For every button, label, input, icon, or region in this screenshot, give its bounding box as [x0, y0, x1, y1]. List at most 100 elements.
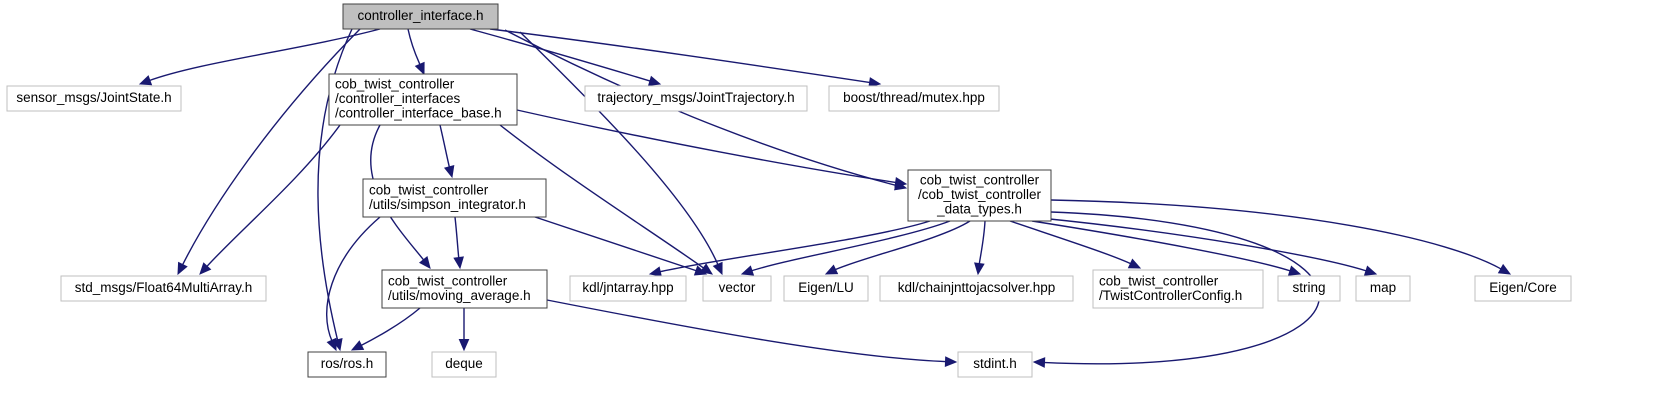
node-box [1092, 269, 1264, 309]
arrow-head-icon [350, 340, 365, 351]
edge-controller-interface-to-trajectory-msgs [469, 28, 662, 86]
edge-moving-average-to-stdint [546, 299, 958, 367]
edge-line [750, 220, 951, 272]
edge-controller-interface-to-controller-interface-base [407, 28, 425, 76]
node-kdl-jntarray[interactable]: kdl/jntarray.hpp [569, 275, 687, 302]
node-string[interactable]: string [1277, 275, 1341, 302]
node-label-line: controller_interface.h [357, 8, 483, 23]
edge-line [326, 216, 381, 343]
edge-line [519, 211, 698, 272]
arrow-head-icon [177, 261, 188, 276]
node-box [1474, 275, 1572, 302]
edge-simpson-integrator-to-moving-average [453, 216, 464, 270]
edge-data-types-to-chainjnttojacsolver [974, 220, 986, 276]
arrow-head-icon [647, 75, 662, 86]
arrow-head-icon [894, 177, 908, 188]
edge-controller-interface-to-boost-mutex [489, 28, 882, 88]
node-label-line: Eigen/Core [1489, 280, 1557, 295]
node-box [342, 3, 499, 30]
edge-line [519, 31, 720, 267]
node-box [907, 169, 1052, 222]
arrow-head-icon [1497, 263, 1512, 275]
node-label-line: /TwistControllerConfig.h [1099, 288, 1242, 303]
node-label-line: sensor_msgs/JointState.h [16, 90, 171, 105]
node-deque[interactable]: deque [431, 351, 497, 378]
edge-line [516, 109, 898, 184]
node-sensor-msgs-jointstate[interactable]: sensor_msgs/JointState.h [6, 85, 182, 112]
node-controller-interface-base[interactable]: cob_twist_controller/controller_interfac… [328, 73, 518, 126]
node-data-types[interactable]: cob_twist_controller/cob_twist_controlle… [907, 169, 1052, 222]
edge-data-types-to-twistcontrollerconfig [1009, 220, 1142, 269]
edge-controller-interface-to-float64multiarray [177, 28, 361, 276]
node-label-line: Eigen/LU [798, 280, 854, 295]
node-box [60, 275, 267, 302]
edge-simpson-integrator-to-vector [519, 211, 708, 276]
node-label-line: /utils/moving_average.h [388, 288, 531, 303]
node-ros-ros[interactable]: ros/ros.h [307, 351, 387, 378]
node-label-line: vector [719, 280, 756, 295]
node-map[interactable]: map [1355, 275, 1411, 302]
edge-line [504, 29, 898, 187]
node-label-line: trajectory_msgs/JointTrajectory.h [597, 90, 794, 105]
node-label-line: std_msgs/Float64MultiArray.h [75, 280, 253, 295]
node-label-line: map [1370, 280, 1396, 295]
node-vector[interactable]: vector [702, 275, 772, 302]
node-boost-mutex[interactable]: boost/thread/mutex.hpp [828, 85, 1000, 112]
node-twistcontrollerconfig[interactable]: cob_twist_controller/TwistControllerConf… [1092, 269, 1264, 309]
arrow-head-icon [740, 265, 755, 276]
node-chainjnttojacsolver[interactable]: kdl/chainjnttojacsolver.hpp [879, 275, 1074, 302]
arrow-head-icon [712, 261, 723, 276]
node-moving-average[interactable]: cob_twist_controller/utils/moving_averag… [381, 269, 548, 309]
node-box [1355, 275, 1411, 302]
node-eigen-core[interactable]: Eigen/Core [1474, 275, 1572, 302]
node-box [431, 351, 497, 378]
node-float64multiarray[interactable]: std_msgs/Float64MultiArray.h [60, 275, 267, 302]
edge-data-types-to-eigen-lu [824, 220, 971, 275]
node-label-line: string [1292, 280, 1325, 295]
node-simpson-integrator[interactable]: cob_twist_controller/utils/simpson_integ… [362, 178, 547, 218]
node-stdint[interactable]: stdint.h [957, 351, 1033, 378]
edge-line [407, 28, 422, 67]
arrow-head-icon [443, 164, 455, 179]
arrow-head-icon [648, 266, 662, 277]
edge-line [469, 28, 652, 83]
edge-line [1031, 220, 1292, 272]
edge-data-types-to-vector [740, 220, 951, 276]
arrow-head-icon [199, 262, 212, 275]
node-box [307, 351, 387, 378]
node-label-line: boost/thread/mutex.hpp [843, 90, 985, 105]
edge-line [546, 299, 948, 363]
node-label-line: deque [445, 356, 483, 371]
node-label-line: /controller_interfaces [335, 91, 461, 106]
arrow-head-icon [1127, 258, 1142, 269]
edge-line [205, 124, 341, 268]
node-box [783, 275, 869, 302]
node-label-line: /cob_twist_controller [918, 187, 1042, 202]
arrow-head-icon [944, 356, 958, 367]
node-box [828, 85, 1000, 112]
edge-line [1009, 220, 1133, 265]
edge-controller-interface-base-to-float64multiarray [199, 124, 341, 275]
node-label-line: cob_twist_controller [920, 173, 1040, 188]
edge-layer [138, 28, 1512, 368]
edge-line [499, 124, 706, 270]
node-eigen-lu[interactable]: Eigen/LU [783, 275, 869, 302]
node-box [702, 275, 772, 302]
node-box [362, 178, 547, 218]
node-label-line: cob_twist_controller [369, 182, 489, 197]
edge-line [359, 307, 421, 347]
node-label-line: /utils/simpson_integrator.h [369, 197, 526, 212]
edge-data-types-to-kdl-jntarray [648, 220, 931, 277]
node-box [328, 73, 518, 126]
node-controller-interface[interactable]: controller_interface.h [342, 3, 499, 30]
edge-line [439, 124, 451, 169]
arrow-head-icon [824, 264, 839, 275]
node-trajectory-msgs[interactable]: trajectory_msgs/JointTrajectory.h [584, 85, 808, 112]
arrow-head-icon [693, 265, 708, 276]
node-label-line: _data_types.h [936, 202, 1022, 217]
node-box [569, 275, 687, 302]
node-layer: controller_interface.h sensor_msgs/JointS… [6, 3, 1572, 378]
arrow-head-icon [414, 61, 425, 76]
